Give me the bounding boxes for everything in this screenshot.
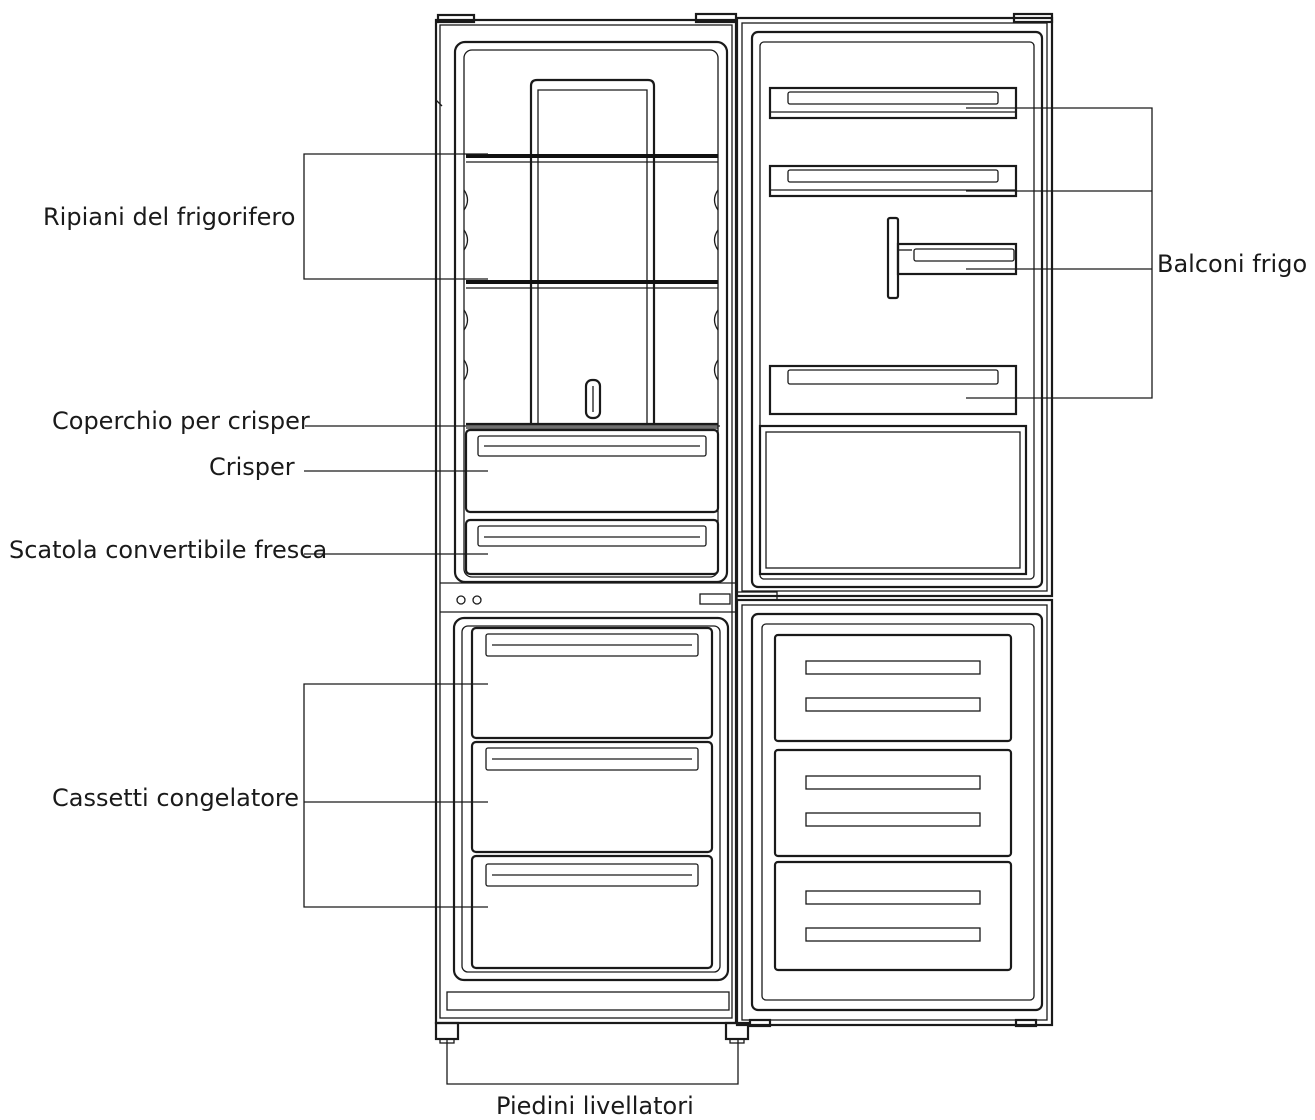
- freezer-compartment: [446, 616, 730, 1011]
- label-fridge-shelves: Ripiani del frigorifero: [43, 203, 296, 231]
- crisper-cover: [466, 422, 718, 429]
- label-crisper-cover: Coperchio per crisper: [52, 407, 310, 435]
- label-leveling-feet: Piedini livellatori: [496, 1092, 694, 1120]
- fridge-compartment: [453, 40, 729, 584]
- crisper-drawer: [464, 428, 720, 514]
- label-crisper: Crisper: [209, 453, 295, 481]
- freezer-drawers: [470, 626, 714, 970]
- door-balconies: [758, 86, 1028, 576]
- convertible-fresh-box: [464, 518, 720, 576]
- control-strip: [440, 582, 736, 613]
- fridge-door: [735, 12, 1054, 601]
- fridge-cabinet: [434, 12, 738, 1025]
- label-convertible-box: Scatola convertibile fresca: [9, 536, 328, 564]
- label-door-balconies: Balconi frigo: [1157, 250, 1308, 278]
- label-freezer-drawers: Cassetti congelatore: [52, 784, 300, 812]
- freezer-door: [735, 598, 1054, 1028]
- leader-lines: [303, 107, 1153, 1085]
- fridge-shelves: [466, 154, 718, 289]
- leveling-feet: [434, 1021, 750, 1044]
